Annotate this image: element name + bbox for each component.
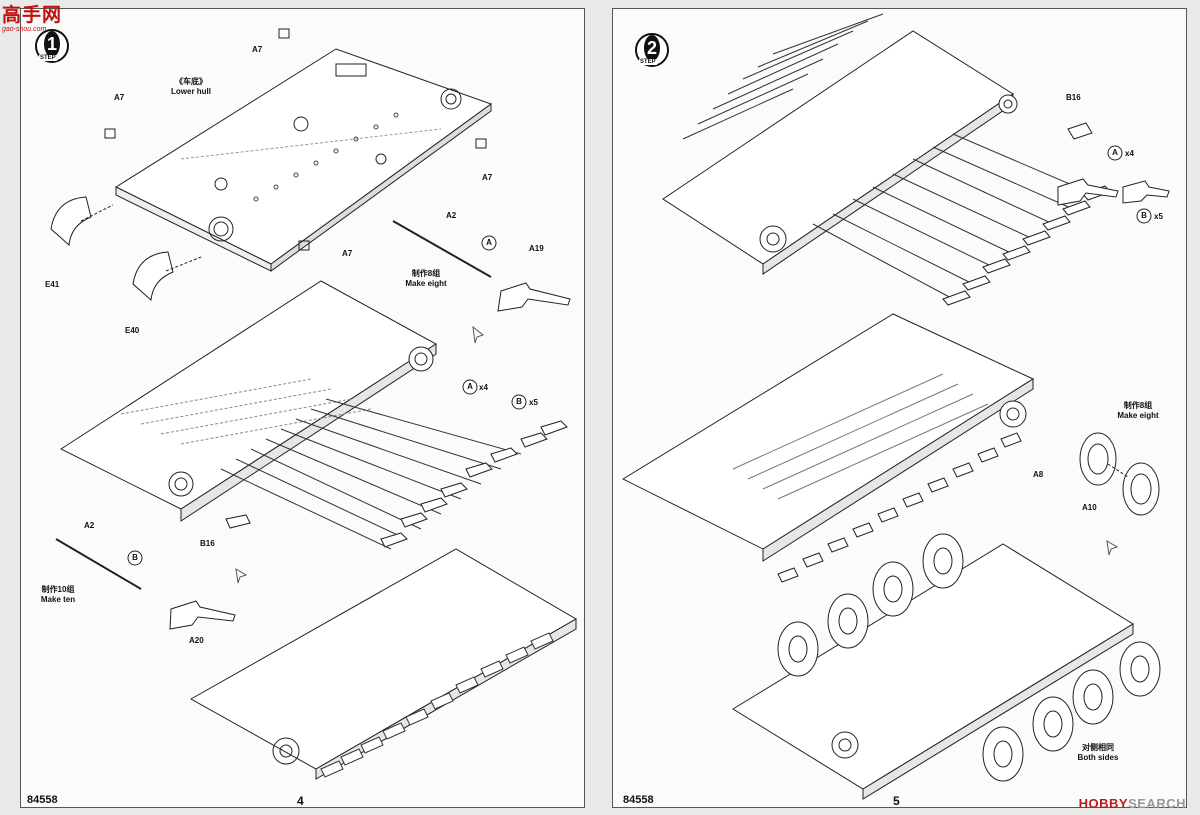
step-number: 1 <box>44 31 60 57</box>
assembled-hull-drawing <box>189 548 577 780</box>
product-code: 84558 <box>623 794 654 806</box>
quantity-x5: x5 <box>1154 212 1163 221</box>
quantity-x5: x5 <box>529 398 538 407</box>
part-label-a7: A7 <box>114 93 125 102</box>
assembled-wheels-drawing <box>732 533 1161 800</box>
part-label-a8: A8 <box>1033 470 1044 479</box>
lower-hull-drawing <box>114 48 493 272</box>
marker-a: A <box>1112 148 1118 157</box>
product-code: 84558 <box>27 794 58 806</box>
marker-b: B <box>1141 211 1147 220</box>
part-label-a7: A7 <box>482 173 493 182</box>
part-label-b16: B16 <box>200 539 215 548</box>
step-1-badge: 1 STEP <box>35 29 69 63</box>
road-wheel-drawing <box>1079 432 1160 516</box>
marker-a: A <box>486 238 492 247</box>
lower-hull-caption: 《车底》 Lower hull <box>171 77 211 96</box>
quantity-x4: x4 <box>1125 149 1134 158</box>
part-label-a7: A7 <box>342 249 353 258</box>
part-label-a10: A10 <box>1082 503 1097 512</box>
part-label-a19: A19 <box>529 244 544 253</box>
part-label-e41: E41 <box>45 280 60 289</box>
step-1-drawing <box>50 28 577 780</box>
middle-hull-drawing <box>59 280 568 550</box>
step-2-drawing <box>621 13 1170 800</box>
part-label-b16: B16 <box>1066 93 1081 102</box>
marker-b: B <box>516 397 522 406</box>
torsion-arm-assembly-drawing <box>662 13 1111 306</box>
marker-b: B <box>132 553 138 562</box>
step-word: STEP <box>639 59 657 65</box>
quantity-x4: x4 <box>479 383 488 392</box>
both-sides-note: 对侧相同 Both sides <box>1077 743 1119 762</box>
watermark-suffix: SEARCH <box>1128 796 1186 811</box>
step-number: 2 <box>644 35 660 61</box>
part-label-a2: A2 <box>84 521 95 530</box>
make-eight-note: 制作8组 Make eight <box>405 269 447 288</box>
watermark-brand: HOBBY <box>1078 796 1129 811</box>
marker-a: A <box>467 382 473 391</box>
part-label-a7: A7 <box>252 45 263 54</box>
page-number: 5 <box>893 794 900 808</box>
instruction-page-left: 1 STEP <box>20 8 585 808</box>
step-word: STEP <box>39 55 57 61</box>
make-eight-note: 制作8组 Make eight <box>1117 401 1159 420</box>
part-label-e40: E40 <box>125 326 140 335</box>
step-2-badge: 2 STEP <box>635 33 669 67</box>
installed-arms-drawing <box>621 313 1035 583</box>
site-logo-glyphs: 高手网 <box>2 5 63 26</box>
make-ten-note: 制作10组 Make ten <box>40 585 76 604</box>
part-label-a2: A2 <box>446 211 457 220</box>
page-number: 4 <box>297 794 304 808</box>
hobbysearch-watermark: HOBBYSEARCH <box>1079 796 1186 811</box>
instruction-page-right: 2 STEP <box>612 8 1187 808</box>
site-logo: 高手网 gao-shou.com <box>2 6 74 40</box>
site-logo-url: gao-shou.com <box>2 26 47 33</box>
part-label-a20: A20 <box>189 636 204 645</box>
